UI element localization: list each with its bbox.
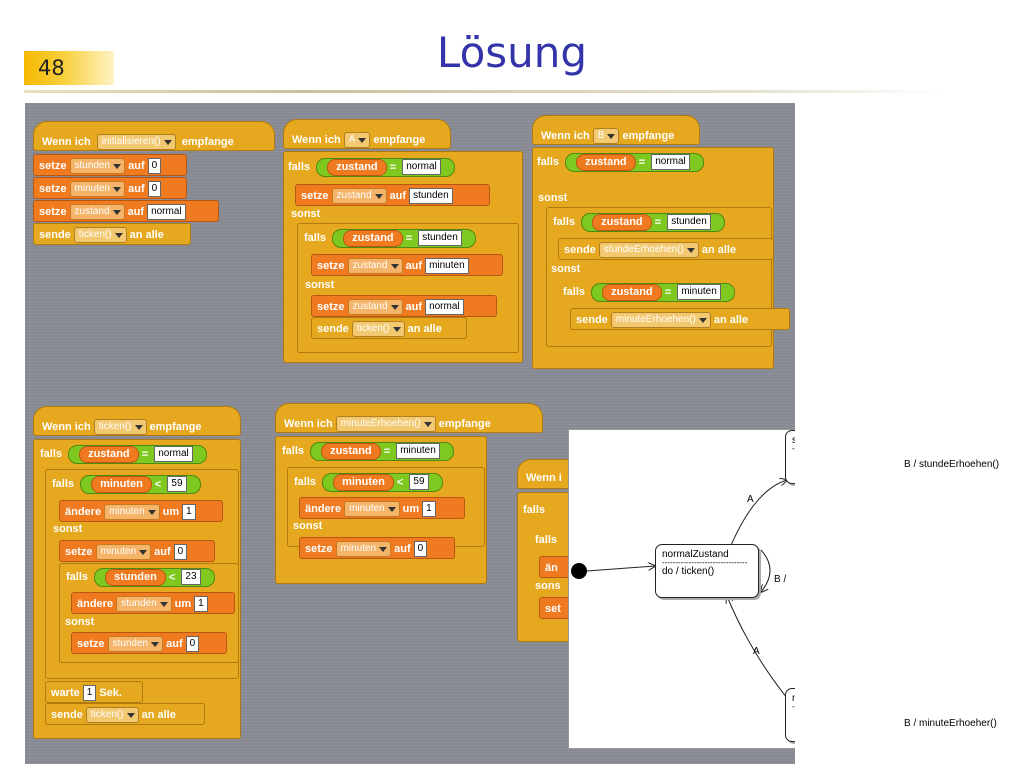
edge-minute-to-normal	[727, 596, 788, 699]
compare-minuten-59[interactable]: minuten < 59	[80, 474, 201, 494]
edge-label-b-stunde: B / stundeErhoehen()	[904, 459, 1000, 470]
var-dropdown[interactable]: stunden	[69, 158, 126, 175]
compare-stunden-23[interactable]: stunden < 23	[94, 567, 215, 587]
edge-initial	[586, 566, 655, 572]
event-dropdown[interactable]: ticken()	[93, 419, 147, 435]
if-label: falls	[535, 534, 558, 546]
slide-title: Lösung	[436, 28, 588, 77]
state-diagram-edges	[571, 430, 795, 699]
key-dropdown[interactable]: B	[592, 128, 620, 144]
else-label: sonst	[293, 520, 323, 532]
nested-if-row: falls stunden < 23	[61, 566, 215, 588]
if-label: falls	[523, 504, 546, 516]
message-dropdown[interactable]: ticken()	[73, 227, 127, 244]
edge-normal-to-stunde	[728, 480, 787, 551]
edge-normal-self	[761, 549, 771, 592]
compare-zustand-stunden[interactable]: zustand = stunden	[332, 228, 476, 248]
if-row: falls zustand = normal	[35, 443, 215, 465]
if-row: falls zustand = minuten	[277, 440, 467, 462]
edge-label-a: A	[747, 494, 754, 505]
title-divider	[24, 90, 944, 93]
state-normalZustand: normalZustand --------------------------…	[655, 544, 759, 598]
else-label: sonst	[53, 523, 83, 535]
compare-zustand-minuten[interactable]: zustand = minuten	[310, 441, 454, 461]
edge-label-b-self: B /	[774, 574, 787, 585]
nested-if-row: falls minuten < 59	[47, 473, 217, 495]
state-stundeAendern: stundeAendern --------------------------…	[785, 430, 795, 484]
compare-zustand-stunden[interactable]: zustand = stunden	[581, 212, 725, 232]
else-label: sons	[535, 580, 561, 592]
value-input[interactable]: 0	[147, 158, 162, 175]
var-dropdown[interactable]: minuten	[69, 181, 126, 198]
nested-if-row: falls zustand = stunden	[299, 227, 499, 249]
slide-number: 48	[24, 51, 114, 85]
else-label: sonst	[551, 263, 581, 275]
nested-if-row: falls zustand = stunden	[548, 211, 748, 233]
hat-suffix: empfange	[181, 135, 234, 148]
event-dropdown[interactable]: initialisieren()	[96, 134, 176, 150]
initial-state-dot	[571, 563, 587, 579]
edge-label-b-minute: B / minuteErhoeher()	[904, 718, 997, 729]
else-label: sonst	[65, 616, 95, 628]
compare-zustand-normal[interactable]: zustand = normal	[565, 152, 704, 172]
compare-zustand-normal[interactable]: zustand = normal	[68, 444, 207, 464]
key-dropdown[interactable]: A	[343, 132, 371, 148]
scratch-scripts-area[interactable]: Wenn ich initialisieren() empfange setze…	[25, 103, 795, 764]
hat-block-initialisieren[interactable]: Wenn ich initialisieren() empfange	[33, 121, 275, 151]
var-dropdown[interactable]: zustand	[69, 204, 125, 221]
else-label: sonst	[538, 192, 568, 204]
compare-zustand-minuten[interactable]: zustand = minuten	[591, 282, 735, 302]
compare-zustand-normal[interactable]: zustand = normal	[316, 157, 455, 177]
edge-label-a: A	[753, 646, 760, 657]
state-diagram: normalZustand --------------------------…	[568, 429, 795, 749]
if-row: falls zustand = normal	[283, 156, 498, 178]
value-input[interactable]: 0	[147, 181, 162, 198]
else-label: sonst	[305, 279, 335, 291]
compare-minuten-59[interactable]: minuten < 59	[322, 472, 443, 492]
nested-if-row-2: falls zustand = minuten	[558, 281, 758, 303]
nested-if-row: falls minuten < 59	[289, 471, 459, 493]
hat-prefix: Wenn ich	[42, 135, 91, 148]
else-label: sonst	[291, 208, 321, 220]
value-input[interactable]: normal	[147, 204, 186, 221]
event-dropdown[interactable]: minuteErhoehen()	[335, 416, 436, 432]
if-row: falls zustand = normal	[532, 151, 752, 173]
state-minuteAendern: minuteAendern --------------------------…	[785, 688, 795, 742]
